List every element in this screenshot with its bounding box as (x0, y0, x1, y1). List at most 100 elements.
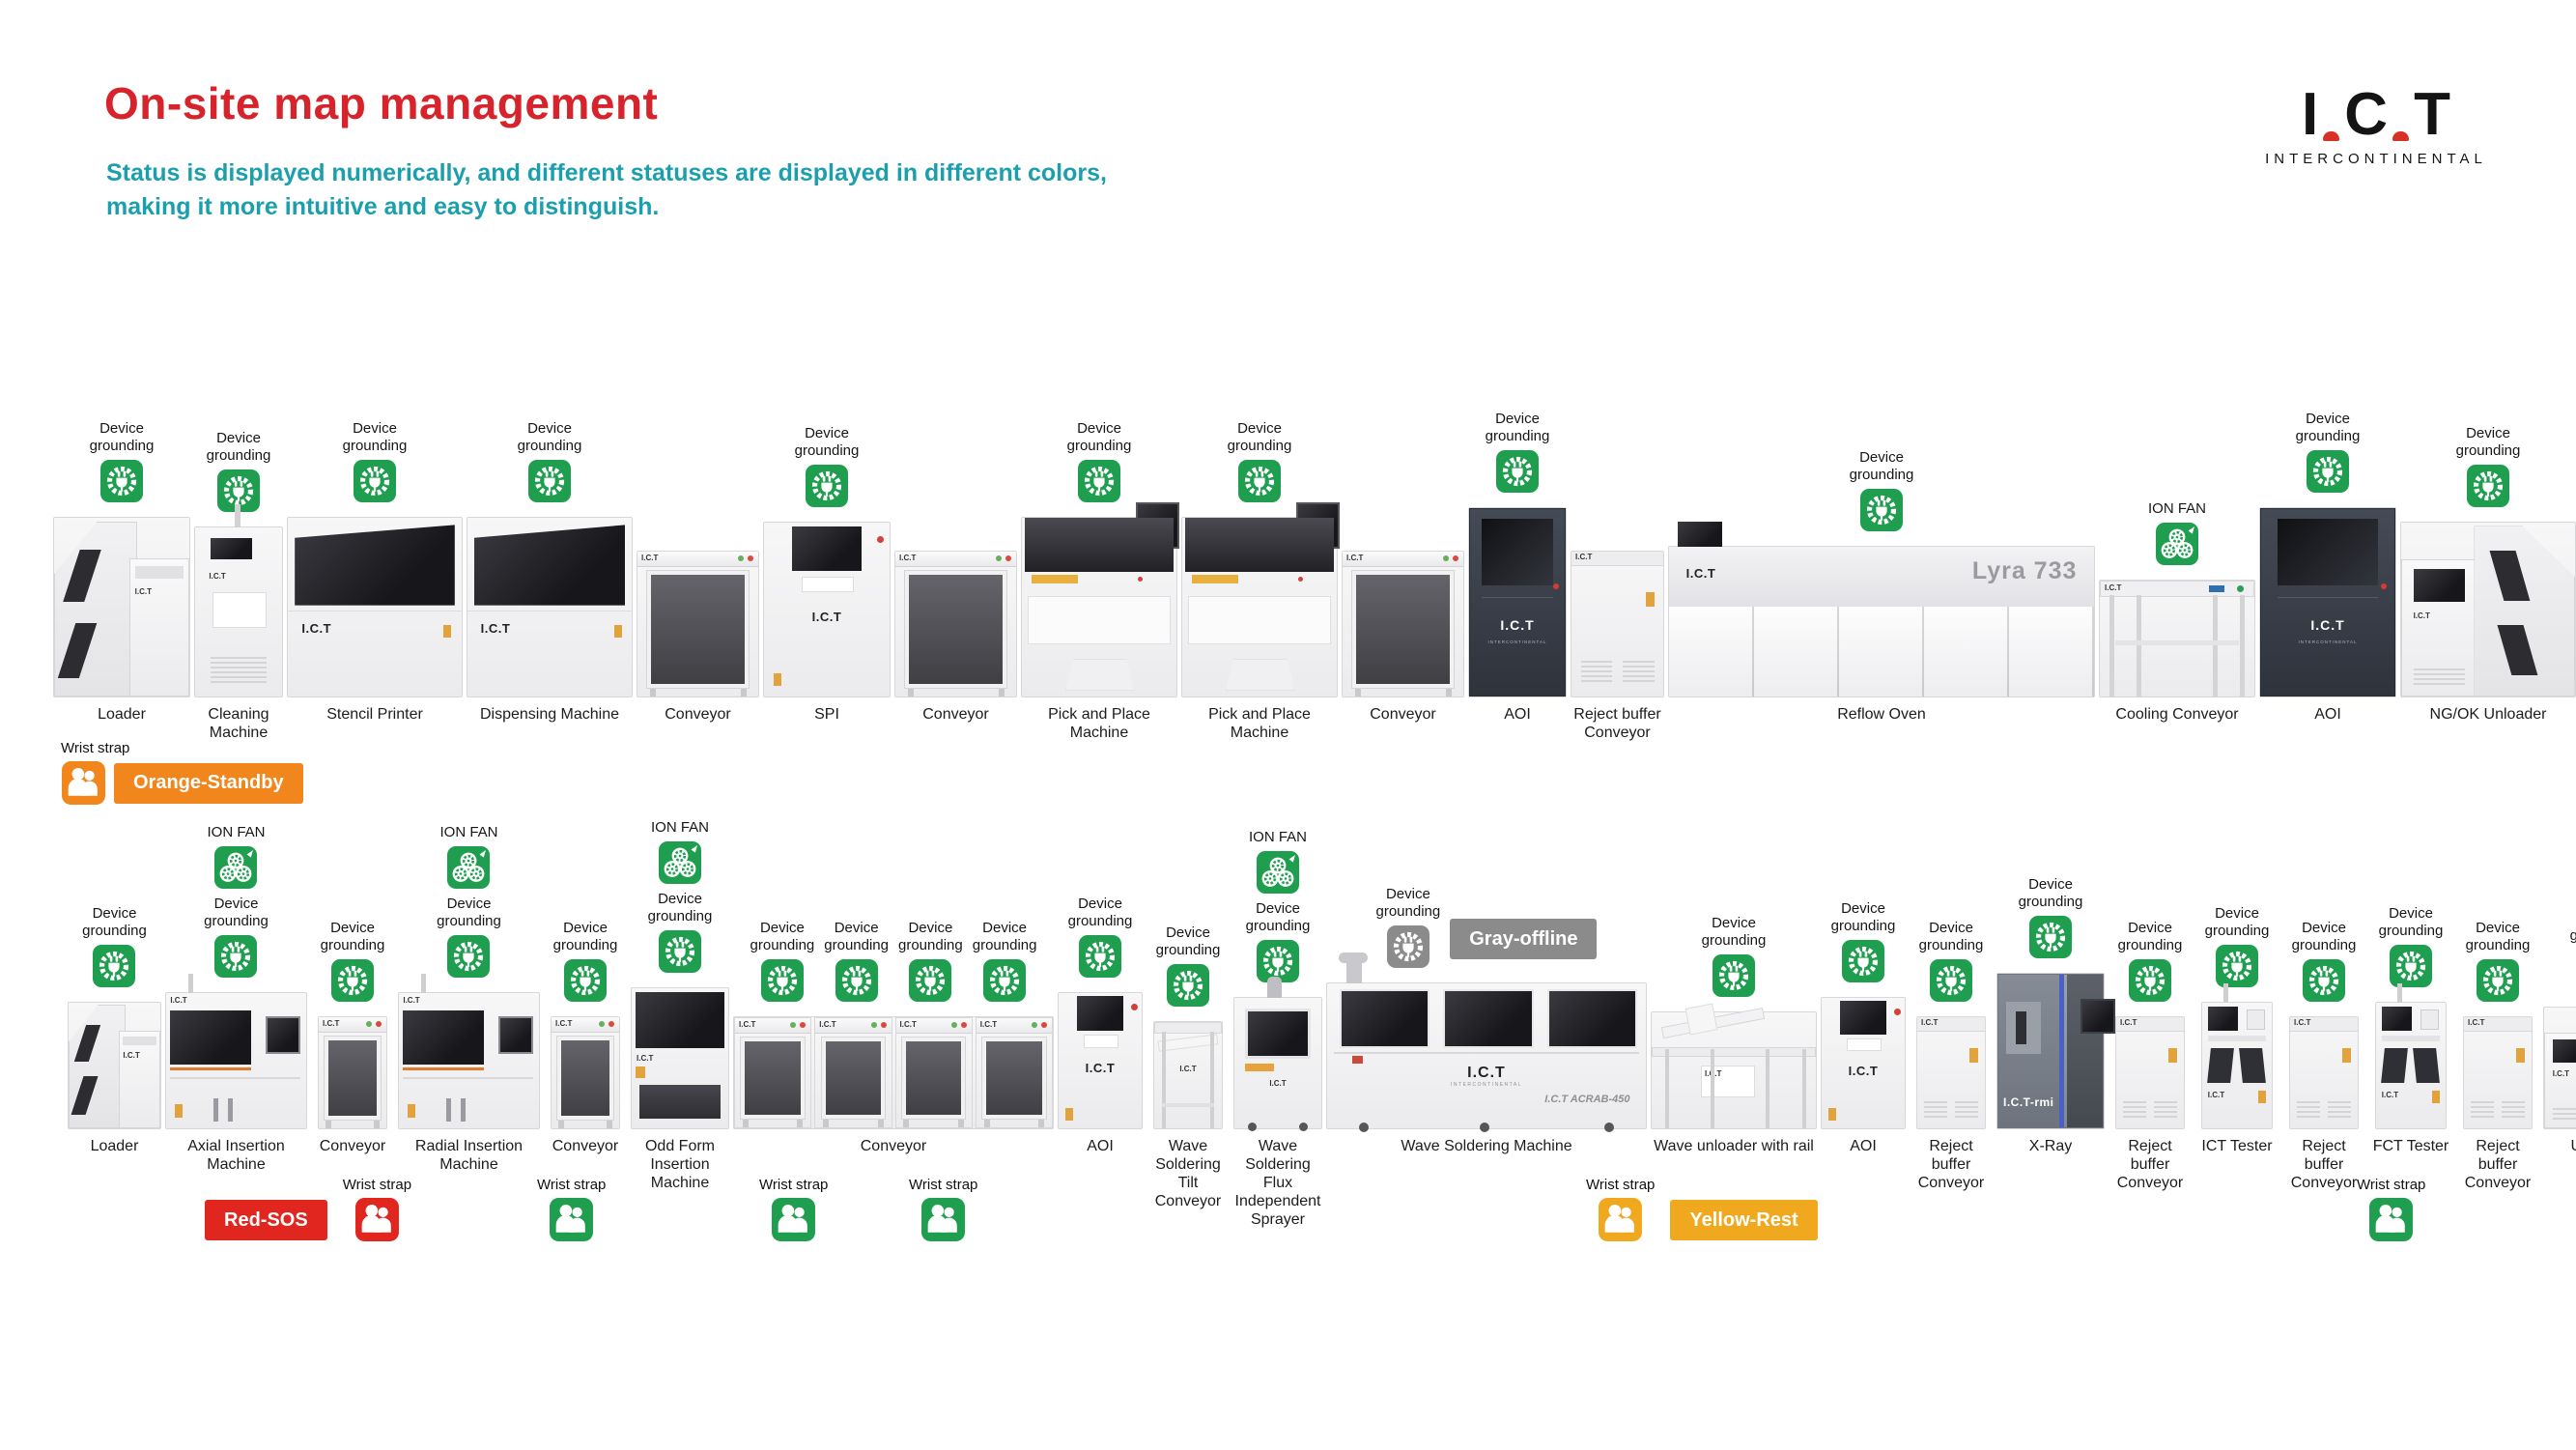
subtitle-line-2: making it more intuitive and easy to dis… (106, 193, 660, 220)
station-label: Wave Soldering Tilt Conveyor (1154, 1138, 1222, 1209)
machine-dispensing-machine: I.C.T (467, 517, 633, 697)
machine-reject-buffer-conveyor: I.C.T (2115, 1016, 2185, 1129)
station-label: Pick and Place Machine (1048, 706, 1150, 741)
machine-pick-and-place-machine (1181, 502, 1341, 697)
machine-reject-buffer-conveyor: I.C.T (1916, 1016, 1986, 1129)
machine-aoi: I.C.T (1058, 992, 1143, 1129)
machine-cooling-conveyor: I.C.T (2099, 580, 2255, 697)
station-icons: ION FAN (2148, 500, 2206, 572)
wrist-strap-icon-holder (920, 1197, 966, 1242)
wrist-strap-label: Wrist strap (2357, 1177, 2426, 1193)
ion-fan-icon (447, 846, 491, 889)
device-grounding-icon (2389, 945, 2432, 987)
device-grounding-icon (658, 930, 701, 973)
wrist-strap-marker-standby: Wrist strap Orange-Standby (61, 740, 303, 806)
station-label: Radial Insertion Machine (414, 1138, 524, 1173)
logo-subtext: INTERCONTINENTAL (2265, 151, 2487, 167)
wrist-strap-icon (921, 1198, 966, 1241)
machine-fct-tester: I.C.T (2375, 983, 2447, 1129)
device-grounding-icon (909, 959, 952, 1002)
device-grounding-icon (1712, 954, 1755, 997)
wrist-strap-icon (354, 1198, 399, 1241)
device-grounding-icon (2215, 945, 2258, 987)
ion-fan: ION FAN (439, 824, 498, 890)
station-label: Conveyor (319, 1138, 386, 1154)
machine-radial-insertion-machine: I.C.T (398, 974, 540, 1129)
wrist-strap-marker: Wrist strap (909, 1177, 977, 1242)
logo-dot (2323, 131, 2340, 141)
station-label: NG/OK Unloader (2429, 706, 2547, 723)
station-label: AOI (1087, 1138, 1114, 1154)
wrist-strap-marker: Wrist strap (759, 1177, 828, 1242)
station-label: Conveyor (1370, 706, 1436, 723)
station-reject-buffer-conveyor: I.C.T Reject buffer Conveyor (1571, 551, 1664, 765)
device-grounding-icon (527, 460, 571, 502)
machine-reject-buffer-conveyor: I.C.T (2289, 1016, 2359, 1129)
machine-conveyor: I.C.T (1342, 551, 1464, 697)
wrist-strap-marker-sos: Red-SOS Wrist strap (205, 1177, 411, 1242)
station-label: Cleaning Machine (208, 706, 269, 741)
wrist-strap-label: Wrist strap (759, 1177, 829, 1193)
device-grounding-icon (93, 945, 136, 987)
machine-loader: I.C.T (53, 517, 190, 697)
ion-fan-icon (1256, 851, 1299, 894)
machine-conveyor: I.C.T (318, 1016, 387, 1129)
ion-fan: ION FAN (2148, 500, 2206, 566)
device-grounding-icon (2306, 450, 2349, 493)
station-label: ICT Tester (2201, 1138, 2273, 1154)
device-grounding-icon (330, 959, 374, 1002)
machine-wave-soldering-machine: I.C.T INTERCONTINENTAL I.C.T ACRAB-450 (1326, 952, 1647, 1132)
device-grounding-icon (2302, 959, 2345, 1002)
machine-ict-tester: I.C.T (2201, 983, 2273, 1129)
station-label: Odd Form Insertion Machine (644, 1138, 715, 1191)
machine-x-ray: I.C.T-rmi (1996, 973, 2115, 1129)
station-label: Loader (90, 1138, 139, 1154)
station-label: Loader (98, 706, 146, 723)
machine-wave-unloader-with-rail: I.C.T (1651, 1003, 1817, 1129)
wrist-strap-marker-rest: Wrist strap Yellow-Rest (1586, 1177, 1818, 1242)
